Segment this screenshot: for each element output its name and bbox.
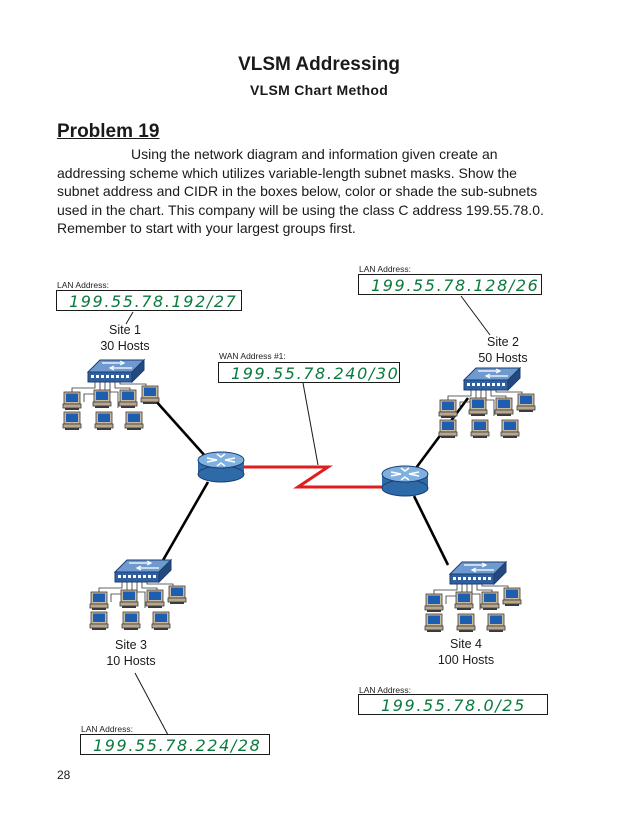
wan-label: WAN Address #1: [219, 351, 286, 361]
site2-label: Site 2 50 Hosts [458, 334, 548, 366]
site1-address-box[interactable]: 199.55.78.192/27 [56, 290, 242, 311]
instruction-line: subnet address and CIDR in the boxes bel… [57, 183, 538, 199]
site3-switch-icon [90, 560, 186, 630]
site3-address-box[interactable]: 199.55.78.224/28 [80, 734, 270, 755]
site4-label: Site 4 100 Hosts [421, 636, 511, 668]
site-hosts: 10 Hosts [106, 654, 156, 668]
site4-address-box[interactable]: 199.55.78.0/25 [358, 694, 548, 715]
site-hosts: 30 Hosts [100, 339, 150, 353]
site2-lan-label: LAN Address: [359, 264, 411, 274]
instruction-line: used in the chart. This company will be … [57, 201, 544, 218]
site3-label: Site 3 10 Hosts [86, 637, 176, 669]
site3-callout-line [134, 672, 169, 736]
link-site3-router [160, 481, 210, 563]
instruction-line: addressing scheme which utilizes variabl… [57, 164, 517, 181]
site1-switch-icon [63, 360, 159, 430]
problem-instructions: Using the network diagram and informatio… [57, 145, 569, 238]
site-name: Site 2 [487, 335, 519, 349]
site-name: Site 3 [115, 638, 147, 652]
wan-serial-link [244, 465, 382, 489]
instruction-line: Remember to start with your largest grou… [57, 220, 356, 236]
page-number: 28 [57, 768, 71, 782]
problem-heading: Problem 19 [57, 121, 160, 142]
site4-lan-label: LAN Address: [359, 685, 411, 695]
site1-callout-line [125, 311, 134, 325]
site-hosts: 50 Hosts [478, 351, 528, 365]
instruction-line: Using the network diagram and informatio… [131, 146, 498, 162]
link-site4-router [412, 495, 450, 566]
site3-lan-label: LAN Address: [81, 724, 133, 734]
site-hosts: 100 Hosts [437, 653, 495, 667]
site2-callout-line [460, 295, 491, 336]
site2-address-box[interactable]: 199.55.78.128/26 [358, 274, 542, 295]
wan-address-box[interactable]: 199.55.78.240/30 [218, 362, 400, 383]
page-subtitle: VLSM Chart Method [249, 82, 389, 98]
site1-label: Site 1 30 Hosts [80, 322, 170, 354]
page-title: VLSM Addressing [238, 54, 400, 75]
site-name: Site 4 [450, 637, 482, 651]
wan-callout-line [302, 382, 319, 466]
router-left-icon [197, 451, 245, 483]
site1-lan-label: LAN Address: [57, 280, 109, 290]
site-name: Site 1 [109, 323, 141, 337]
router-right-icon [381, 465, 429, 497]
site2-switch-icon [439, 368, 535, 438]
site4-switch-icon [425, 562, 521, 632]
